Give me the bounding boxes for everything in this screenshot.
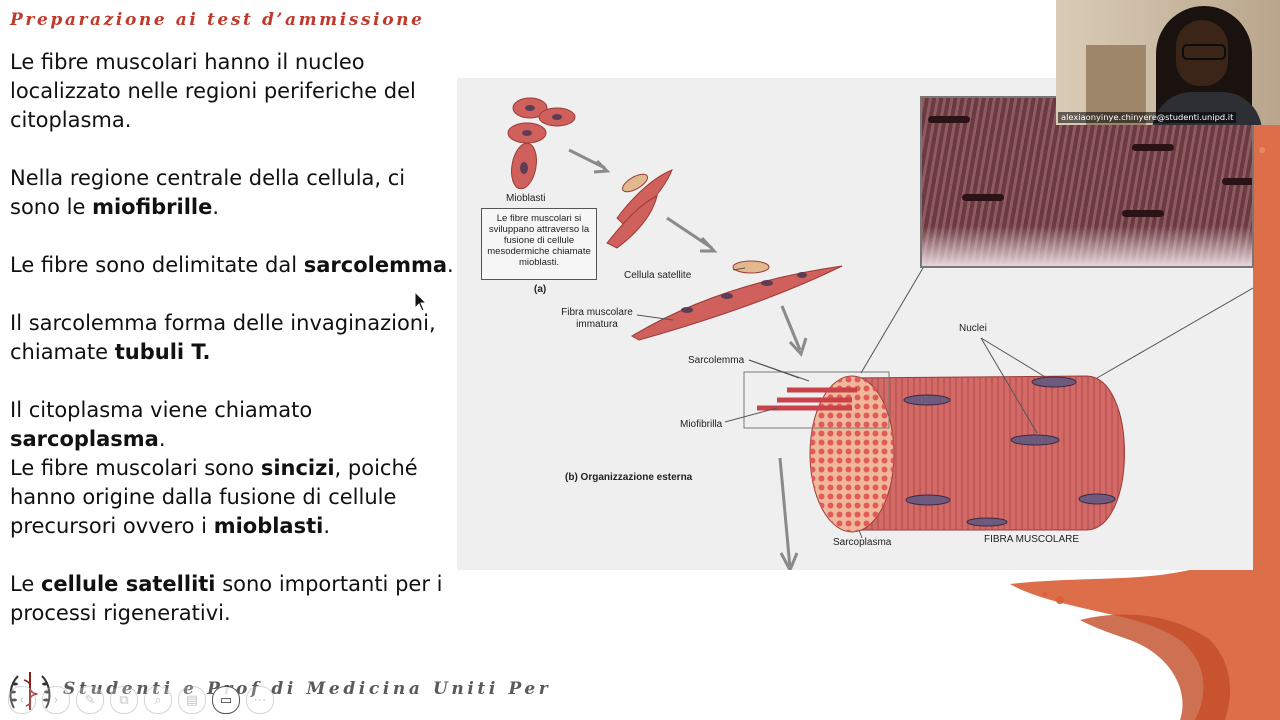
bold-term-sarcoplasma: sarcoplasma bbox=[10, 427, 159, 451]
presentation-toolbar: ‹ › ✎ ⧉ ⌕ ▤ ▭ ⋯ bbox=[8, 686, 274, 714]
label-fibra-immatura: Fibra muscolare immatura bbox=[561, 307, 633, 330]
paragraph-text: Le bbox=[10, 572, 41, 596]
paragraph-text: , poiché hanno origine dalla fusione di … bbox=[10, 456, 418, 538]
bold-term-sincizi: sincizi bbox=[260, 456, 335, 480]
paragraph-text: . bbox=[447, 253, 454, 277]
muscle-fiber-figure: Mioblasti Le fibre muscolari si sviluppa… bbox=[457, 78, 1254, 570]
mouse-cursor-icon bbox=[414, 291, 428, 312]
copy-icon[interactable]: ⧉ bbox=[110, 686, 138, 714]
paragraph-text: Le fibre muscolari hanno il nucleo local… bbox=[10, 50, 416, 132]
more-icon[interactable]: ⋯ bbox=[246, 686, 274, 714]
paragraph-t-tubules: Il sarcolemma forma delle invaginazioni,… bbox=[10, 309, 455, 367]
paragraph-text: . bbox=[323, 514, 331, 538]
participant-name-tag: alexiaonyinye.chinyere@studenti.unipd.it bbox=[1058, 112, 1237, 123]
myoblast-cells bbox=[507, 97, 576, 190]
paragraph-text: Nella regione centrale della cellula, ci… bbox=[10, 166, 406, 219]
participant-video-tile[interactable]: alexiaonyinye.chinyere@studenti.unipd.it bbox=[1056, 0, 1280, 125]
paragraph-text: . bbox=[212, 195, 220, 219]
paragraph-myofibrils: Nella regione centrale della cellula, ci… bbox=[10, 164, 455, 222]
slide-body-text: Le fibre muscolari hanno il nucleo local… bbox=[10, 48, 455, 657]
caption-box: Le fibre muscolari si sviluppano attrave… bbox=[481, 208, 597, 280]
micrograph-nucleus bbox=[1122, 210, 1164, 217]
slide-header-title: Preparazione ai test d’ammissione bbox=[10, 10, 425, 30]
back-icon[interactable]: ‹ bbox=[8, 686, 36, 714]
bold-term-miofibrille: miofibrille bbox=[92, 195, 213, 219]
video-icon[interactable]: ▭ bbox=[212, 686, 240, 714]
paragraph-sarcolemma: Le fibre sono delimitate dal sarcolemma. bbox=[10, 251, 455, 280]
micrograph-nucleus bbox=[1132, 144, 1174, 151]
label-nuclei: Nuclei bbox=[959, 323, 987, 334]
bold-term-tubuli: tubuli T. bbox=[114, 340, 211, 364]
paragraph-text: Le fibre muscolari sono bbox=[10, 456, 261, 480]
paragraph-text: Il sarcolemma forma delle invaginazioni,… bbox=[10, 311, 436, 364]
label-sarcolemma: Sarcolemma bbox=[688, 355, 745, 366]
paragraph-text: . bbox=[158, 427, 166, 451]
bold-term-cellule-satelliti: cellule satelliti bbox=[40, 572, 216, 596]
label-miofibrilla: Miofibrilla bbox=[680, 419, 723, 430]
pen-icon[interactable]: ✎ bbox=[76, 686, 104, 714]
label-panel-a: (a) bbox=[534, 284, 547, 295]
label-cellula-satellite: Cellula satellite bbox=[624, 270, 692, 281]
label-sarcoplasma: Sarcoplasma bbox=[833, 537, 892, 548]
paragraph-sarcoplasm: Il citoplasma viene chiamato sarcoplasma… bbox=[10, 396, 455, 454]
label-fibra-muscolare: FIBRA MUSCOLARE bbox=[984, 534, 1080, 545]
figure-illustration bbox=[507, 97, 1253, 570]
forward-icon[interactable]: › bbox=[42, 686, 70, 714]
paragraph-syncytia: Le fibre muscolari sono sincizi, poiché … bbox=[10, 454, 455, 541]
notes-icon[interactable]: ▤ bbox=[178, 686, 206, 714]
paragraph-text: Le fibre sono delimitate dal bbox=[10, 253, 304, 277]
paragraph-text: Il citoplasma viene chiamato bbox=[10, 398, 313, 422]
micrograph-nucleus bbox=[962, 194, 1004, 201]
zoom-icon[interactable]: ⌕ bbox=[144, 686, 172, 714]
label-mioblasti: Mioblasti bbox=[506, 193, 546, 204]
micrograph-nucleus bbox=[928, 116, 970, 123]
micrograph-nucleus bbox=[1222, 178, 1252, 185]
paragraph-text: sono importanti per i processi rigenerat… bbox=[10, 572, 443, 625]
bold-term-sarcolemma: sarcolemma bbox=[303, 253, 448, 277]
label-panel-b: (b) Organizzazione esterna bbox=[565, 472, 693, 483]
paragraph-satellite-cells: Le cellule satelliti sono importanti per… bbox=[10, 570, 455, 628]
bold-term-mioblasti: mioblasti bbox=[213, 514, 324, 538]
paragraph-nucleus: Le fibre muscolari hanno il nucleo local… bbox=[10, 48, 455, 135]
